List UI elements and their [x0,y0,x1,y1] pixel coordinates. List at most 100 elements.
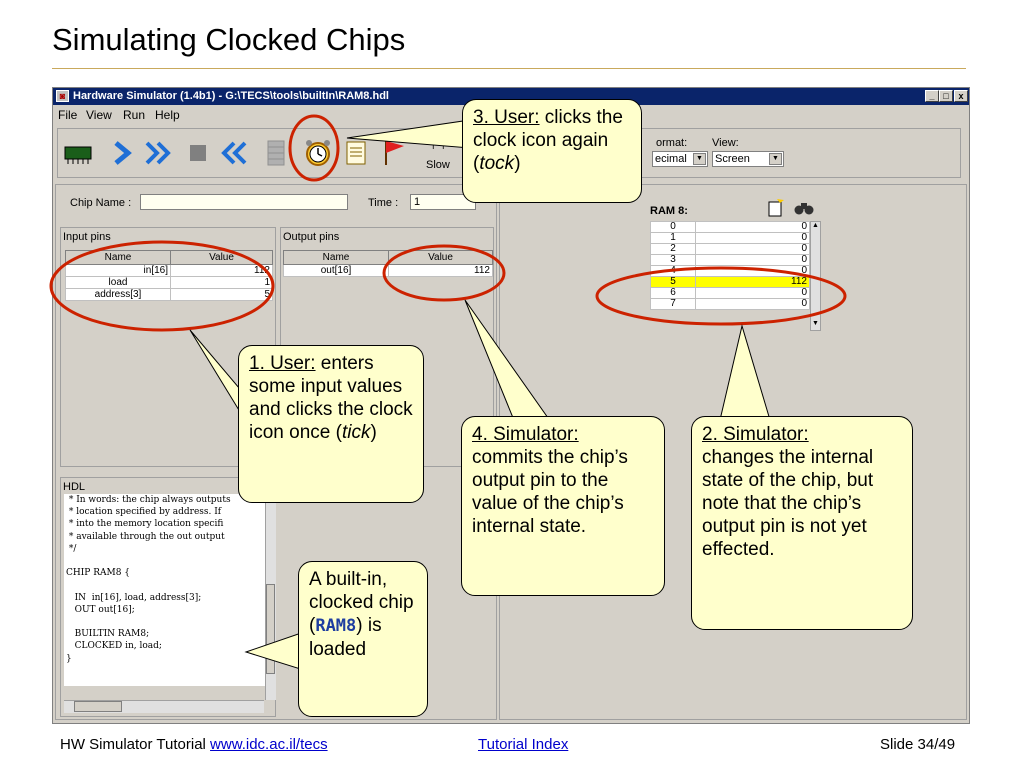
pin-value[interactable]: 1 [170,276,273,289]
callout-heading: 1. User: [249,353,316,374]
pin-value: 112 [388,264,493,277]
load-file-icon[interactable] [766,199,784,222]
window-title: Hardware Simulator (1.4b1) - G:\TECS\too… [73,90,389,102]
scroll-up-icon[interactable]: ▲ [812,222,819,229]
fast-forward-icon[interactable] [142,137,174,169]
title-divider [52,68,966,69]
menu-help[interactable]: Help [155,108,180,122]
ram-address: 5 [650,276,696,288]
format-select[interactable]: ecimal▼ [652,151,708,167]
hdl-vertical-scrollbar[interactable] [265,494,276,700]
menu-file[interactable]: File [58,108,78,122]
hdl-code: * In words: the chip always outputs * lo… [64,494,266,686]
ram-value[interactable]: 0 [695,265,810,277]
output-pins-title: Output pins [283,231,340,243]
callout-simulator-internal: 2. Simulator: changes the internal state… [691,416,913,630]
hdl-title: HDL [63,481,86,493]
pin-name: load [65,276,171,289]
ram-address: 1 [650,232,696,244]
view-label: View: [712,137,739,149]
ram-address: 0 [650,221,696,233]
ram-scrollbar[interactable]: ▲ ▼ [810,221,821,331]
table-row[interactable]: address[3] 5 [65,288,273,301]
chip-code-name: RAM8 [315,616,357,636]
maximize-button[interactable]: □ [939,90,953,102]
callout-text: commits the chip’s output pin to the val… [472,447,628,537]
slide-title: Simulating Clocked Chips [52,22,406,57]
chevron-down-icon: ▼ [693,153,706,165]
callout-text: A built-in, clocked chip ( [309,569,414,636]
footer-website-link[interactable]: www.idc.ac.il/tecs [210,736,328,753]
callout-text: enters some input values and clicks the … [249,353,413,443]
chip-name-field[interactable] [140,194,348,210]
scroll-thumb[interactable] [74,701,122,712]
stop-icon[interactable] [182,137,214,169]
scroll-down-icon[interactable]: ▼ [812,320,819,327]
ram-address: 7 [650,298,696,310]
speed-label: Slow [426,159,450,171]
ram-address: 2 [650,243,696,255]
close-button[interactable]: x [954,90,968,102]
footer-text: HW Simulator Tutorial [60,736,211,753]
callout-text: ) [514,153,521,174]
column-header-name[interactable]: Name [283,250,389,265]
callout-user-tock: 3. User: clicks the clock icon again (to… [462,99,642,203]
chip-load-icon[interactable] [62,137,94,169]
ram-value[interactable]: 0 [695,243,810,255]
ram-value[interactable]: 0 [695,221,810,233]
pin-value[interactable]: 112 [170,264,273,277]
search-icon[interactable] [794,199,814,222]
ram-title: RAM 8: [650,205,688,217]
table-row[interactable]: load 1 [65,276,273,289]
pin-value[interactable]: 5 [170,288,273,301]
input-pins-table: Name Value in[16] 112 load 1 address[3] … [65,250,273,301]
menu-run[interactable]: Run [123,108,146,122]
callout-user-tick: 1. User: enters some input values and cl… [238,345,424,503]
callout-text: clicks the clock icon again ( [473,107,623,174]
window-titlebar[interactable]: ◙ Hardware Simulator (1.4b1) - G:\TECS\t… [53,88,969,105]
table-row[interactable]: in[16] 112 [65,264,273,277]
scroll-thumb[interactable] [266,584,275,674]
clock-icon[interactable] [302,137,334,169]
script-icon[interactable] [260,137,292,169]
output-pins-table: Name Value out[16] 112 [283,250,493,277]
pin-name: in[16] [65,264,171,277]
rewind-icon[interactable] [218,137,250,169]
tutorial-index-link[interactable]: Tutorial Index [478,736,569,753]
callout-heading: 2. Simulator: [702,424,809,445]
ram-address: 4 [650,265,696,277]
chip-name-label: Chip Name : [70,197,132,209]
ram-value[interactable]: 0 [695,287,810,299]
load-script-icon[interactable] [340,137,372,169]
hdl-horizontal-scrollbar[interactable] [64,700,264,713]
callout-heading: 4. Simulator: [472,424,579,445]
table-row[interactable]: out[16] 112 [283,264,493,277]
callout-emphasis: tick [341,422,371,443]
time-label: Time : [368,197,399,209]
pin-name: address[3] [65,288,171,301]
ram-value[interactable]: 0 [695,232,810,244]
speed-slider[interactable]: ı ı [432,141,445,151]
ram-value[interactable]: 0 [695,254,810,266]
menu-view[interactable]: View [86,108,112,122]
column-header-value[interactable]: Value [170,250,273,265]
hdl-panel: HDL * In words: the chip always outputs … [60,477,276,717]
column-header-name[interactable]: Name [65,250,171,265]
view-select[interactable]: Screen▼ [712,151,784,167]
column-header-value[interactable]: Value [388,250,493,265]
ram-value[interactable]: 112 [695,276,810,288]
minimize-button[interactable]: _ [925,90,939,102]
single-step-icon[interactable] [106,137,138,169]
pin-name: out[16] [283,264,389,277]
breakpoint-icon[interactable] [376,137,408,169]
ram-value[interactable]: 0 [695,298,810,310]
callout-text: ) is loaded [309,615,382,660]
